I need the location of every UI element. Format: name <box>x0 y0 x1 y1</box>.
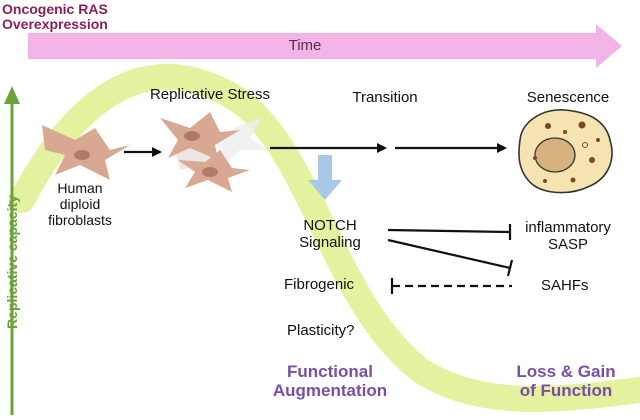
title-line-2: Overexpression <box>2 16 108 32</box>
functional-line-2: Augmentation <box>272 381 388 400</box>
functional-line-1: Functional <box>287 362 373 381</box>
sahfs-label: SAHFs <box>541 277 589 294</box>
replicative-capacity-axis <box>4 86 20 415</box>
notch-inhibits-sahfs <box>387 238 514 277</box>
loss-line-2: of Function <box>519 381 613 400</box>
fibrogenic-label: Fibrogenic <box>284 276 355 293</box>
time-label: Time <box>288 37 322 54</box>
stressed-fibroblast-cluster <box>160 112 268 192</box>
senescent-cell <box>518 109 613 194</box>
sahfs-inhibits-fibrogenic <box>390 278 512 294</box>
loss-line-1: Loss & Gain <box>516 362 616 381</box>
notch-down-arrow <box>308 155 342 200</box>
replicative-capacity-axis-label: Replicative capacity <box>0 195 24 329</box>
sasp-line: SASP <box>547 236 589 253</box>
functional-augmentation-label: Functional Augmentation <box>273 362 387 400</box>
fibroblast-label: Human diploid fibroblasts <box>48 180 112 228</box>
stage-senescence: Senescence <box>526 89 610 106</box>
notch-signaling-label: NOTCH Signaling <box>299 217 361 251</box>
replicative-capacity-curve <box>9 63 640 412</box>
fibroblast-label-line-1: Human <box>57 180 103 196</box>
fibroblast-label-line-3: fibroblasts <box>48 212 112 228</box>
stage-transition: Transition <box>352 89 418 106</box>
fibroblast-cell <box>42 125 130 180</box>
time-arrow <box>28 24 622 68</box>
axis-label-text: Replicative capacity <box>4 195 20 329</box>
plasticity-label: Plasticity? <box>287 322 355 339</box>
stage-replicative-stress: Replicative Stress <box>149 86 271 103</box>
title-line-1: Oncogenic RAS <box>2 1 108 17</box>
oncogenic-ras-title: Oncogenic RAS Overexpression <box>2 2 108 32</box>
inflammatory-line: inflammatory <box>525 219 611 236</box>
loss-gain-function-label: Loss & Gain of Function <box>516 362 615 400</box>
notch-line-2: Signaling <box>299 234 361 251</box>
notch-inhibits-inflammatory-sasp <box>387 224 512 240</box>
inflammatory-sasp-label: inflammatory SASP <box>525 219 611 253</box>
notch-line-1: NOTCH <box>303 217 357 234</box>
fibroblast-label-line-2: diploid <box>59 196 101 212</box>
